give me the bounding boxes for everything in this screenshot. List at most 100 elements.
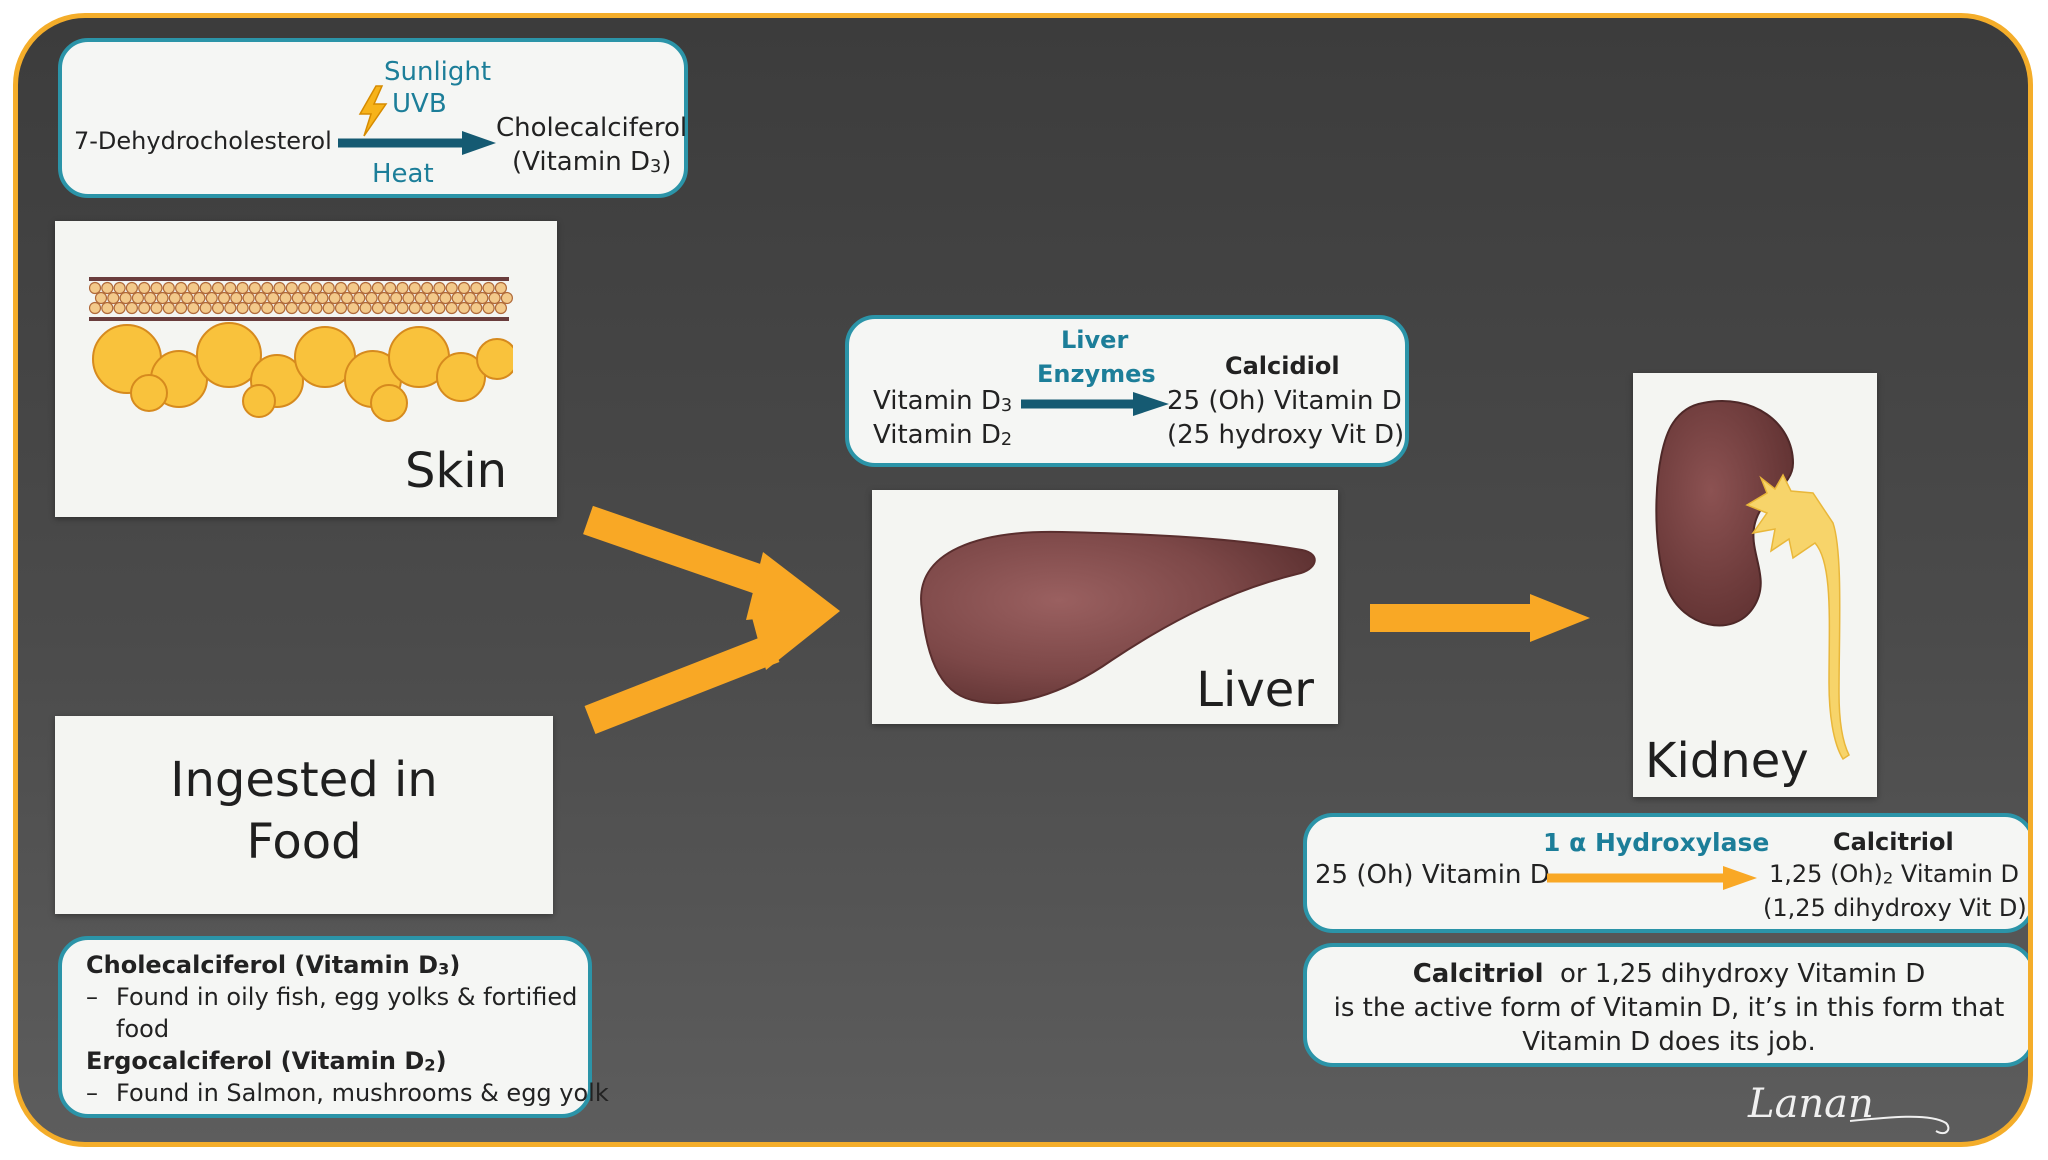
skin-cell — [174, 301, 188, 315]
skin-cell — [248, 281, 261, 295]
skin-cell — [144, 291, 157, 305]
liver-to-kidney-arrow — [1370, 594, 1590, 642]
food-to-liver-arrow — [584, 610, 840, 734]
liver-enzymes-line1: Liver — [1061, 326, 1129, 354]
skin-label: Skin — [404, 443, 507, 499]
summary-line3: Vitamin D does its job. — [1522, 1027, 1816, 1057]
skin-cell — [273, 301, 286, 315]
skin-cell — [113, 281, 126, 295]
skin-cell — [353, 291, 366, 305]
skin-cell — [500, 291, 513, 305]
skin-cell — [230, 291, 243, 305]
flow-arrows-to-liver — [583, 505, 840, 734]
skin-cell — [193, 291, 206, 305]
skin-cell — [138, 301, 151, 315]
liver-input1: Vitamin D3 — [873, 386, 1013, 416]
skin-cell — [273, 281, 286, 295]
skin-cell — [131, 291, 145, 305]
skin-cell — [476, 291, 489, 305]
skin-cell — [340, 291, 354, 305]
skin-cell — [408, 301, 421, 315]
skin-cell — [162, 281, 175, 295]
skin-to-liver-arrow — [583, 505, 840, 620]
sunlight-label: Sunlight — [384, 57, 492, 87]
skin-cell — [291, 291, 304, 305]
skin-cell — [138, 281, 151, 295]
skin-cell — [359, 301, 372, 315]
skin-cell — [94, 291, 108, 305]
skin-cell — [494, 301, 507, 315]
skin-cell — [187, 301, 200, 315]
food-item1-bullet-line2: food — [116, 1015, 170, 1043]
skin-cell — [224, 281, 237, 295]
food-item1-bullet-line1: Found in oily fish, egg yolks & fortifie… — [116, 983, 578, 1011]
skin-cell — [402, 291, 415, 305]
skin-cell — [488, 291, 501, 305]
skin-cell — [451, 291, 464, 305]
uvb-label: UVB — [392, 89, 447, 119]
skin-cell — [113, 301, 126, 315]
food-panel: Ingested in Food — [55, 716, 553, 914]
kidney-input: 25 (Oh) Vitamin D — [1315, 860, 1550, 890]
skin-cell — [211, 281, 225, 295]
skin-cell — [328, 291, 341, 305]
skin-cell — [261, 301, 274, 315]
skin-cell — [150, 301, 163, 315]
skin-cell — [156, 291, 169, 305]
skin-cell — [433, 281, 446, 295]
skin-cell — [421, 281, 434, 295]
liver-label: Liver — [1196, 662, 1314, 718]
skin-cell — [365, 291, 378, 305]
skin-cell — [199, 281, 212, 295]
skin-cell — [168, 291, 181, 305]
skin-cell — [261, 281, 274, 295]
skin-cell — [334, 281, 348, 295]
fat-cell — [436, 352, 486, 402]
skin-cell — [236, 281, 249, 295]
skin-cell — [162, 301, 175, 315]
calcitriol-label: Calcitriol — [1833, 828, 1954, 856]
skin-cell — [236, 301, 249, 315]
skin-cell — [254, 291, 267, 305]
food-item2-title: Ergocalciferol (Vitamin D2) — [86, 1047, 447, 1075]
skin-cell — [359, 281, 372, 295]
food-label-line2: Food — [246, 814, 362, 870]
kidney-panel: Kidney — [1633, 373, 1877, 797]
skin-cell — [445, 301, 458, 315]
skin-cell — [101, 301, 114, 315]
diagram-board: Sunlight UVB 7-Dehydrocholesterol Heat C… — [13, 13, 2033, 1147]
hydroxylase-label: 1 α Hydroxylase — [1543, 828, 1770, 857]
skin-cell — [89, 281, 102, 295]
skin-cell — [396, 301, 409, 315]
skin-cell — [334, 301, 348, 315]
calcitriol-line2: (1,25 dihydroxy Vit D) — [1763, 894, 2027, 922]
product-label-line2: (Vitamin D3) — [512, 147, 672, 177]
calcidiol-line2: (25 hydroxy Vit D) — [1167, 420, 1405, 450]
liver-enzymes-line2: Enzymes — [1037, 360, 1156, 388]
signature-text: Lanan — [1748, 1081, 1874, 1127]
summary-line1: Calcitriol or 1,25 dihydroxy Vitamin D — [1412, 959, 1926, 989]
skin-cell — [174, 281, 188, 295]
skin-cell — [433, 301, 446, 315]
skin-cell — [310, 301, 323, 315]
food-label-line1: Ingested in — [170, 752, 438, 808]
reactant-label: 7-Dehydrocholesterol — [74, 127, 332, 155]
fat-cell — [242, 384, 276, 418]
skin-cell — [377, 291, 390, 305]
skin-cell — [470, 281, 483, 295]
skin-cell — [150, 281, 163, 295]
skin-cell — [248, 301, 261, 315]
skin-cell — [304, 291, 317, 305]
kidney-label: Kidney — [1645, 733, 1809, 789]
skin-cell — [205, 291, 218, 305]
skin-cell — [119, 291, 132, 305]
skin-cell — [494, 281, 507, 295]
food-item2-dash: – — [86, 1079, 98, 1107]
skin-reaction-arrow — [338, 131, 496, 155]
summary-line2: is the active form of Vitamin D, it’s in… — [1333, 993, 2005, 1023]
signature: Lanan — [1740, 1073, 1960, 1142]
kidney-reaction-arrow — [1547, 866, 1757, 890]
liver-panel: Liver — [872, 490, 1338, 724]
product-label-line1: Cholecalciferol — [496, 113, 688, 143]
skin-cell — [384, 301, 397, 315]
